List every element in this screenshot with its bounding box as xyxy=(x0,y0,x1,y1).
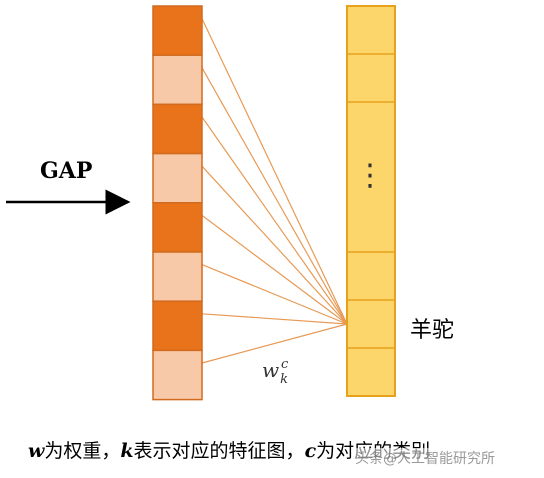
class-vector-frame xyxy=(346,5,396,397)
weight-base: w xyxy=(262,358,280,382)
weight-line-8 xyxy=(201,323,348,364)
weight-line-2 xyxy=(201,67,348,325)
feature-cell-5 xyxy=(152,202,203,253)
weight-line-6 xyxy=(201,264,348,325)
feature-cell-6 xyxy=(152,251,203,302)
feature-cell-4 xyxy=(152,152,203,204)
feature-cell-2 xyxy=(152,54,203,106)
weight-line-1 xyxy=(201,18,348,325)
caption-text-1: 为权重， xyxy=(44,440,121,462)
weight-line-3 xyxy=(201,116,348,325)
weight-subscript: k xyxy=(280,372,289,387)
caption-var-c: c xyxy=(304,440,317,462)
vertical-ellipsis: ⋮ xyxy=(355,158,385,193)
watermark: 头条@人工智能研究所 xyxy=(352,448,498,468)
weight-line-5 xyxy=(201,214,348,325)
weight-connections xyxy=(201,18,348,364)
caption-text-2: 表示对应的特征图， xyxy=(133,440,305,462)
weight-line-4 xyxy=(201,165,348,325)
weight-superscript: c xyxy=(281,357,289,372)
caption-var-k: k xyxy=(120,440,134,462)
feature-cell-1 xyxy=(152,5,203,56)
feature-cell-7 xyxy=(152,300,203,352)
feature-cell-8 xyxy=(152,349,203,401)
class-label: 羊驼 xyxy=(410,318,455,343)
caption-var-w: w xyxy=(28,440,45,462)
gap-label: GAP xyxy=(40,158,93,184)
feature-cell-3 xyxy=(152,103,203,155)
class-vector xyxy=(346,5,396,397)
weight-line-7 xyxy=(201,313,348,325)
feature-vector xyxy=(152,5,203,401)
weight-symbol: wkc xyxy=(262,357,289,387)
